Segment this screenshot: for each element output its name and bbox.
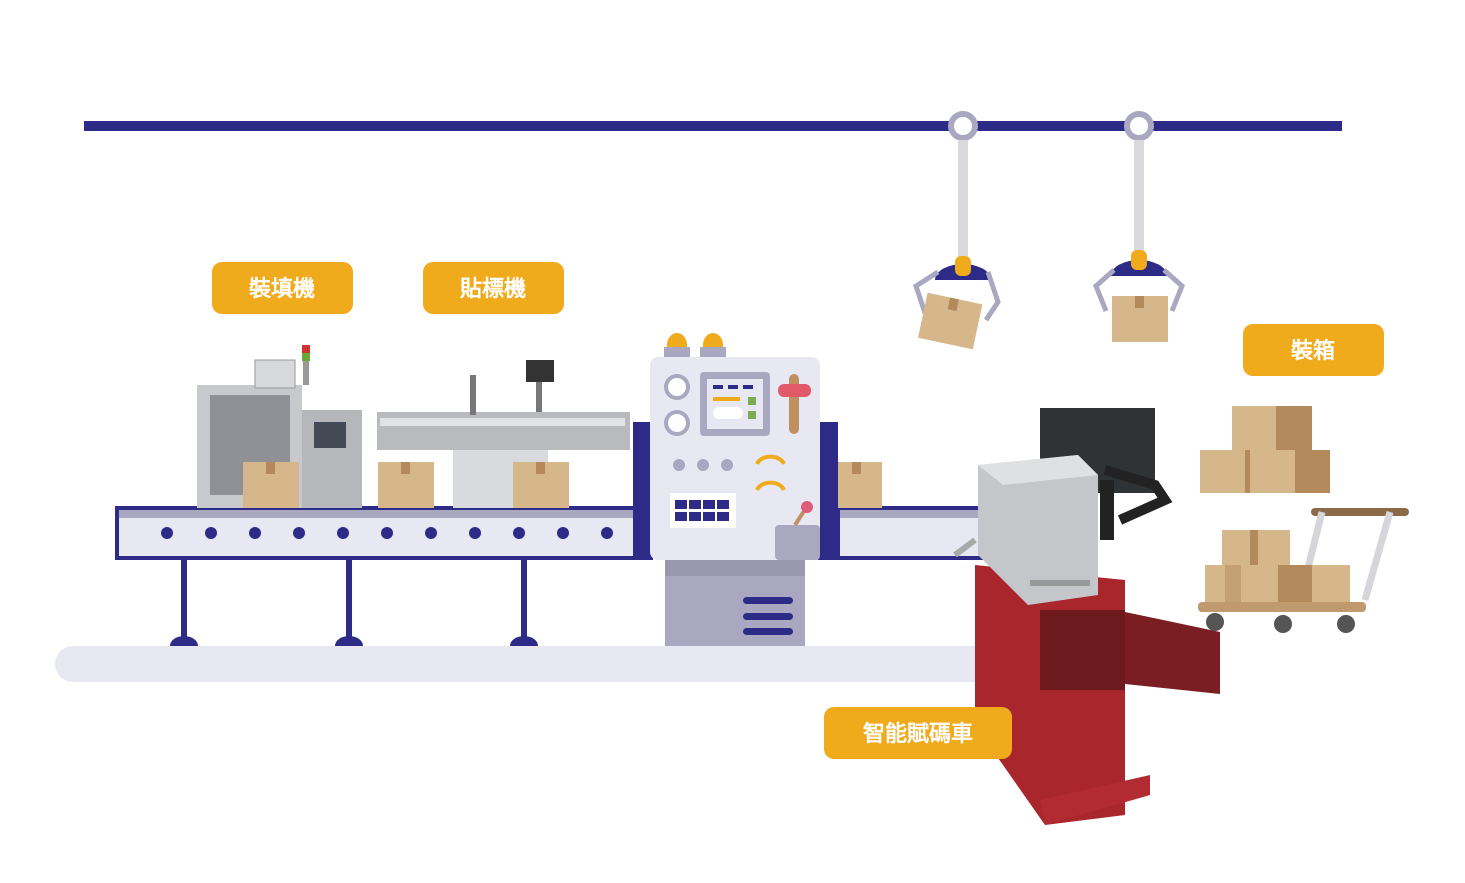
conveyor-boxes	[243, 462, 882, 508]
robot-claw-2	[1093, 111, 1185, 342]
label-text: 智能賦碼車	[863, 721, 973, 747]
label-filling-machine: 裝填機	[212, 262, 353, 314]
conveyor-left	[115, 506, 639, 646]
label-text: 裝填機	[248, 277, 315, 302]
box-stack	[1200, 406, 1330, 493]
label-text: 貼標機	[460, 276, 526, 302]
label-labeling-machine: 貼標機	[423, 262, 564, 314]
floor	[55, 646, 1055, 682]
conveyor-right	[836, 506, 990, 560]
overhead-rail	[84, 121, 1342, 131]
trolley	[1198, 508, 1409, 633]
smart-coding-cart	[953, 408, 1220, 825]
label-text: 裝箱	[1290, 338, 1335, 364]
robot-claw-1	[913, 111, 1001, 350]
label-boxing: 裝箱	[1243, 324, 1384, 376]
control-machine	[633, 333, 838, 646]
label-smart-coding-cart: 智能賦碼車	[824, 707, 1012, 759]
